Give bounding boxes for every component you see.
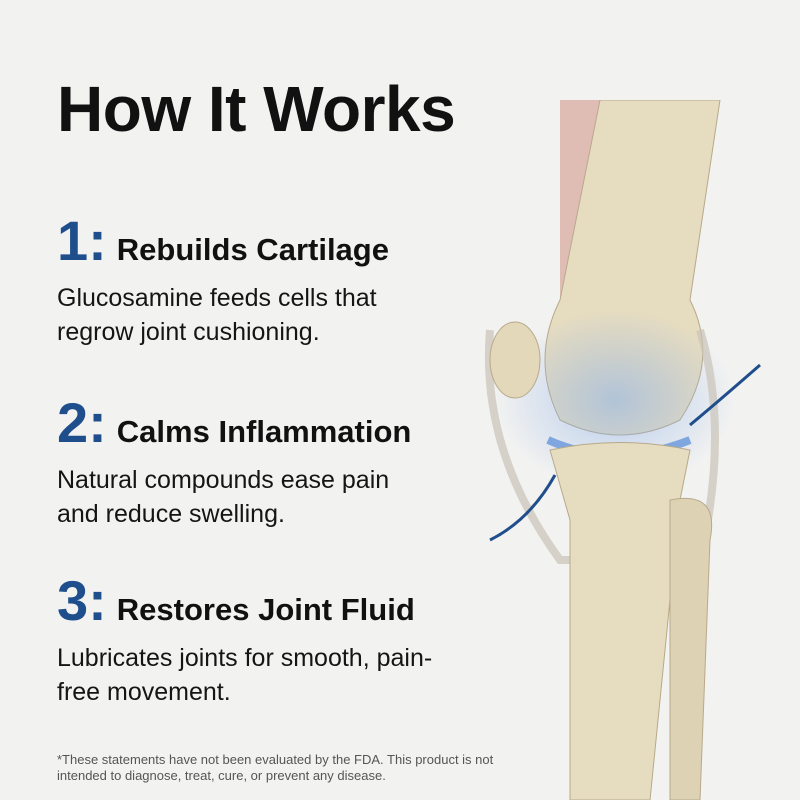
patella-bone — [489, 321, 541, 399]
step-text: Lubricates joints for smooth, pain-free … — [57, 644, 433, 706]
step-number: 3: — [57, 569, 107, 632]
step-2: 2: Calms Inflammation Natural compounds e… — [57, 390, 437, 531]
arrow-icon — [489, 474, 557, 542]
step-text: Natural compounds ease pain and reduce s… — [57, 466, 390, 528]
fibula-bone — [669, 497, 713, 800]
knee-joint-illustration — [484, 100, 761, 800]
fda-disclaimer: *These statements have not been evaluate… — [57, 752, 494, 783]
tibia-bone — [549, 442, 691, 800]
step-heading: Rebuilds Cartilage — [116, 232, 389, 267]
step-3: 3: Restores Joint Fluid Lubricates joints… — [57, 568, 437, 709]
step-number: 1: — [57, 209, 107, 272]
step-text: Glucosamine feeds cells that regrow join… — [57, 284, 377, 346]
page-title: How It Works — [57, 73, 456, 145]
step-1: 1: Rebuilds Cartilage Glucosamine feeds c… — [57, 208, 437, 349]
step-heading: Restores Joint Fluid — [116, 592, 415, 627]
arrow-icon — [689, 363, 761, 427]
step-heading: Calms Inflammation — [116, 414, 412, 449]
step-number: 2: — [57, 391, 107, 454]
